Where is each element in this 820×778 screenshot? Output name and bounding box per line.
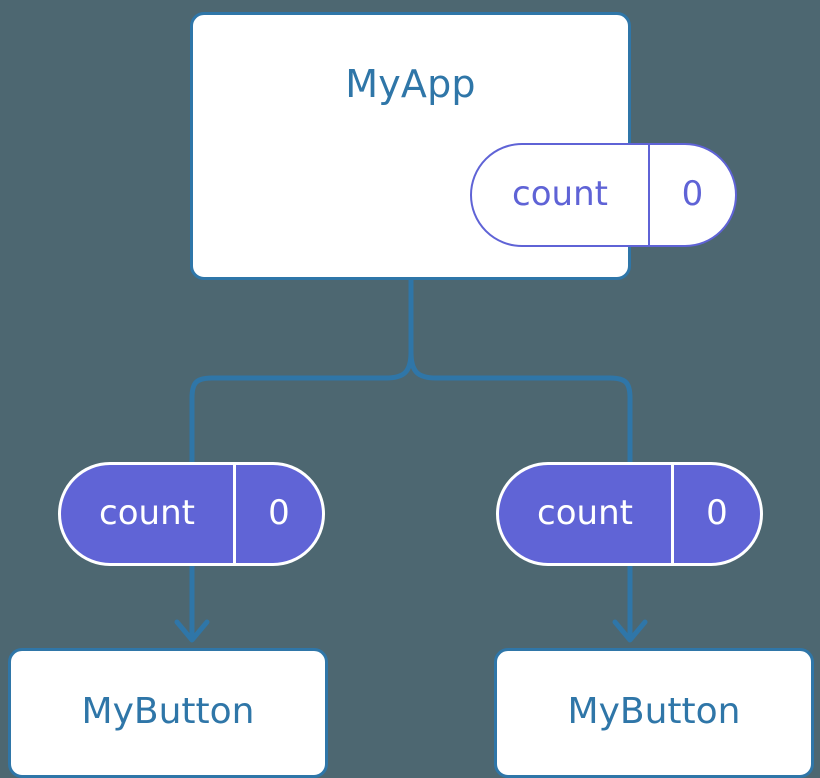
branch-line-right <box>408 351 633 462</box>
state-key-label: count <box>61 465 236 563</box>
arrowhead-left-icon <box>174 619 210 643</box>
state-key-label: count <box>472 145 650 245</box>
component-title-mybutton: MyButton <box>81 691 255 732</box>
arrowhead-right-icon <box>612 619 648 643</box>
state-value-label: 0 <box>706 492 728 533</box>
component-title-myapp: MyApp <box>345 62 476 106</box>
state-key-label: count <box>499 465 674 563</box>
state-pill-root[interactable]: count 0 <box>470 143 737 247</box>
component-node-mybutton-left[interactable]: MyButton <box>8 648 328 778</box>
component-node-mybutton-right[interactable]: MyButton <box>494 648 814 778</box>
state-value-label: 0 <box>268 492 290 533</box>
component-node-myapp[interactable]: MyApp count 0 <box>190 12 737 280</box>
state-pill-child-right[interactable]: count 0 <box>496 462 763 566</box>
branch-line-left <box>189 351 414 462</box>
state-value-label: 0 <box>681 173 704 214</box>
state-pill-child-left[interactable]: count 0 <box>58 462 325 566</box>
component-title-mybutton: MyButton <box>567 691 741 732</box>
